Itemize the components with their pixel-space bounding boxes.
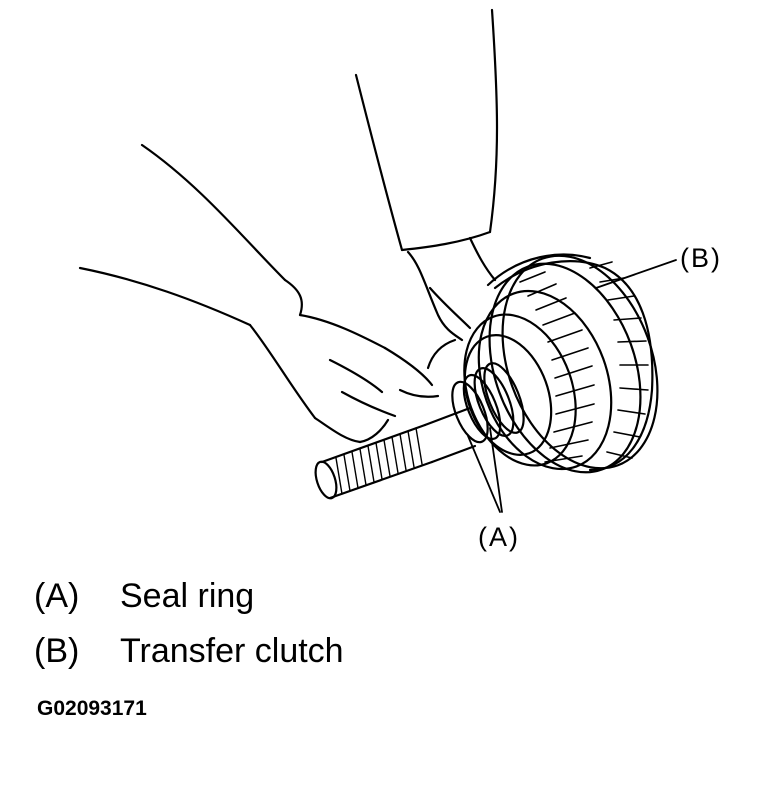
- transfer-clutch-illustration: [78, 8, 677, 513]
- callout-label-b: (B): [680, 243, 722, 273]
- legend-key: (B): [34, 632, 80, 670]
- legend-item-transfer-clutch: (B) Transfer clutch: [34, 632, 344, 671]
- right-hand: [406, 236, 497, 370]
- seal-rings: [451, 362, 525, 444]
- callout-label-a: (A): [478, 522, 520, 552]
- clutch-drum: [486, 253, 659, 474]
- figure-id: G02093171: [37, 697, 147, 720]
- shaft: [314, 406, 477, 500]
- leader-lines: [467, 259, 677, 513]
- right-arm-sleeve: [354, 8, 499, 252]
- clutch-hub: [463, 289, 613, 471]
- left-hand: [248, 313, 440, 444]
- legend-label: Seal ring: [120, 577, 255, 615]
- legend-label: Transfer clutch: [120, 632, 344, 670]
- legend-item-seal-ring: (A) Seal ring: [34, 577, 254, 616]
- left-arm-sleeve: [78, 143, 303, 327]
- legend-key: (A): [34, 577, 80, 615]
